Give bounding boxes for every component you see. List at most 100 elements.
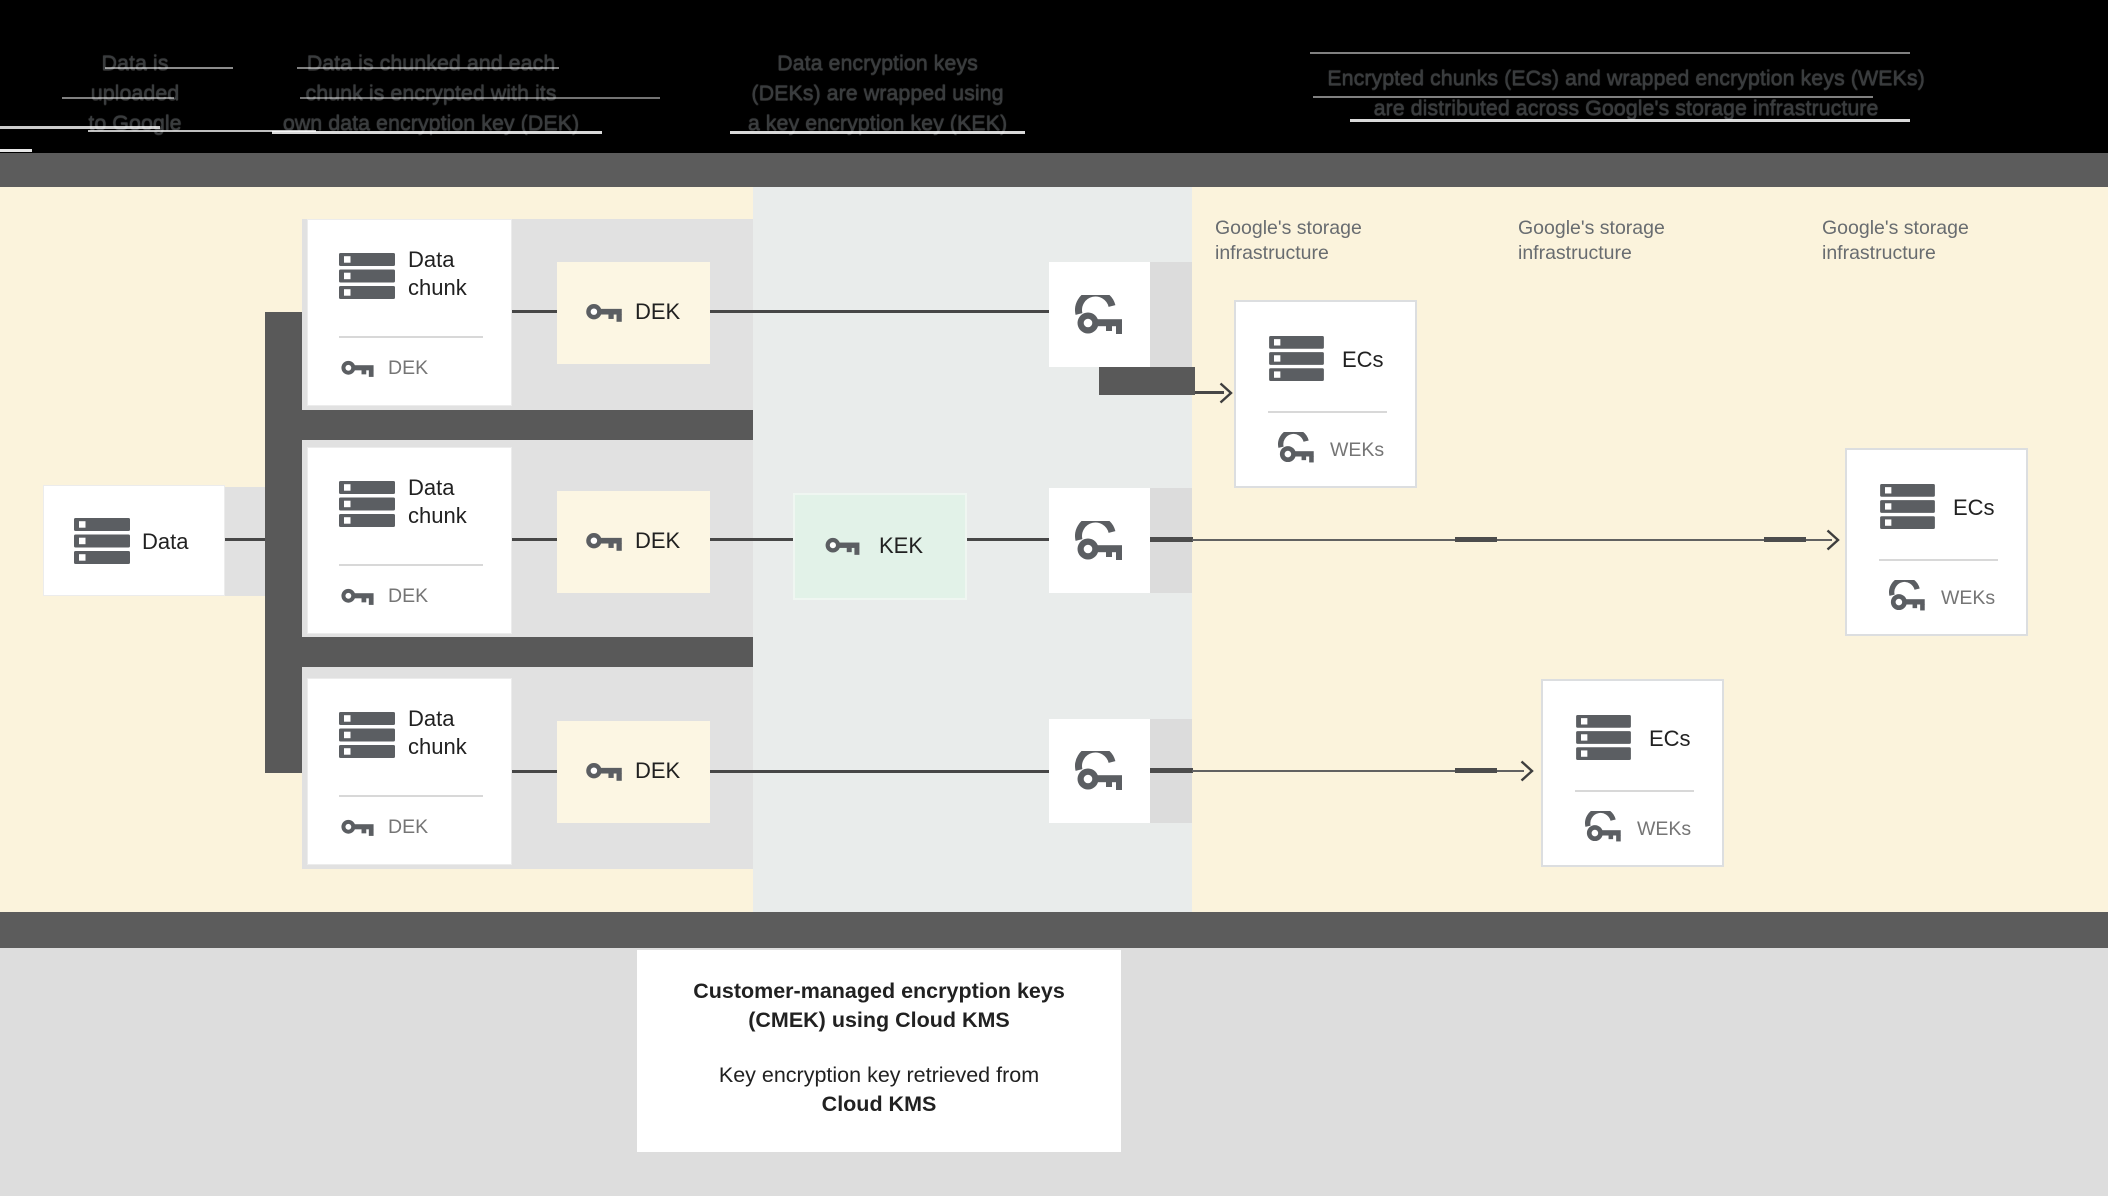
- header-step-4-line: are distributed across Google's storage …: [1373, 96, 1879, 120]
- render-artifact: [730, 131, 1025, 134]
- data-chunk-label-line: chunk: [408, 734, 467, 759]
- dek-box-label: DEK: [635, 299, 681, 324]
- arrow-segment: [1150, 537, 1193, 542]
- header-step-4-line: Encrypted chunks (ECs) and wrapped encry…: [1327, 66, 1925, 90]
- arrow-line: [1192, 770, 1524, 772]
- arrow-line: [1192, 539, 1832, 541]
- data-chunk-label: Data chunk: [408, 246, 467, 302]
- caption-title-line: Customer-managed encryption keys: [693, 979, 1065, 1003]
- arrow-segment: [1150, 768, 1193, 773]
- storage-label-line: Google's storage: [1215, 217, 1362, 239]
- data-stack-icon: [1268, 336, 1325, 381]
- storage-infrastructure-label: Google's storage infrastructure: [1822, 216, 1969, 266]
- header-step-1: Data is uploaded to Google: [30, 48, 240, 138]
- data-chunk-label-line: chunk: [408, 275, 467, 300]
- kek-box: KEK: [793, 493, 967, 600]
- divider: [339, 564, 483, 566]
- data-chunk-label-line: Data: [408, 475, 455, 500]
- storage-label-line: Google's storage: [1518, 217, 1665, 239]
- arrow-segment: [1455, 768, 1497, 773]
- connector-line: [225, 538, 265, 541]
- kek-box-label: KEK: [879, 533, 924, 558]
- encrypted-chunks-box: ECs WEKs: [1234, 300, 1417, 488]
- key-icon: [825, 536, 860, 556]
- distribution-connector-bar: [1099, 367, 1195, 395]
- dek-box: DEK: [557, 491, 710, 593]
- wrapped-key-icon: [1075, 295, 1125, 335]
- ecs-label: ECs: [1953, 495, 1995, 520]
- wrapped-key-icon: [1075, 521, 1125, 561]
- storage-label-line: infrastructure: [1518, 242, 1632, 264]
- separator-bar-top: [0, 153, 2108, 187]
- wrapped-key-icon: [1585, 811, 1623, 843]
- dek-box: DEK: [557, 721, 710, 823]
- render-artifact: [88, 130, 316, 132]
- divider: [339, 336, 483, 338]
- data-chunk-box: Data chunk DEK: [307, 678, 512, 865]
- storage-infrastructure-label: Google's storage infrastructure: [1215, 216, 1362, 266]
- data-chunk-box: Data chunk DEK: [307, 219, 512, 406]
- dek-label: DEK: [388, 585, 429, 607]
- arrow-right-icon: [1826, 529, 1840, 551]
- key-icon: [341, 587, 374, 606]
- render-artifact: [105, 67, 233, 69]
- connector-line: [710, 538, 793, 541]
- divider: [339, 795, 483, 797]
- connector-line: [710, 770, 1049, 773]
- storage-label-line: Google's storage: [1822, 217, 1969, 239]
- ecs-label: ECs: [1342, 347, 1384, 372]
- data-stack-icon: [339, 253, 395, 299]
- weks-label: WEKs: [1941, 587, 1996, 609]
- key-icon: [341, 359, 374, 378]
- data-chunk-label: Data chunk: [408, 705, 467, 761]
- separator-bar-bottom: [0, 912, 2108, 948]
- data-stack-icon: [1575, 715, 1632, 760]
- divider: [1879, 559, 1998, 561]
- header-step-1-line: Data is: [101, 51, 169, 75]
- chunk-connector-bar: [302, 637, 753, 667]
- caption-body-line: Key encryption key retrieved from: [718, 1063, 1040, 1087]
- data-chunk-box: Data chunk DEK: [307, 447, 512, 634]
- wrapped-key-box: [1049, 488, 1150, 593]
- arrow-segment: [1764, 537, 1806, 542]
- encrypted-chunks-box: ECs WEKs: [1845, 448, 2028, 636]
- storage-infrastructure-label: Google's storage infrastructure: [1518, 216, 1665, 266]
- connector-line: [512, 310, 557, 313]
- fan-out-trunk: [265, 312, 302, 773]
- dek-label: DEK: [388, 816, 429, 838]
- wrapped-key-icon: [1889, 580, 1927, 612]
- render-artifact: [1313, 96, 1873, 98]
- header-step-3-line: (DEKs) are wrapped using: [751, 81, 1004, 105]
- storage-label-line: infrastructure: [1215, 242, 1329, 264]
- wrapped-key-icon: [1075, 751, 1125, 791]
- data-stack-icon: [74, 518, 130, 564]
- key-icon: [586, 302, 622, 323]
- dek-box-label: DEK: [635, 758, 681, 783]
- header-step-3-line: Data encryption keys: [777, 51, 978, 75]
- render-artifact: [297, 67, 559, 69]
- header-strip: Data is uploaded to Google Data is chunk…: [0, 0, 2108, 153]
- arrow-right-icon: [1219, 382, 1233, 404]
- ecs-label: ECs: [1649, 726, 1691, 751]
- data-chunk-label-line: Data: [408, 247, 455, 272]
- wrapped-key-tab: [1150, 262, 1192, 367]
- header-step-2: Data is chunked and each chunk is encryp…: [250, 48, 612, 138]
- render-artifact: [1350, 119, 1910, 122]
- render-artifact: [62, 97, 174, 99]
- caption-body-line: Cloud KMS: [821, 1092, 937, 1116]
- caption-title-line: (CMEK) using Cloud KMS: [748, 1008, 1010, 1032]
- key-icon: [341, 818, 374, 837]
- header-step-1-line: uploaded: [90, 81, 180, 105]
- dek-box-label: DEK: [635, 528, 681, 553]
- data-chunk-label-line: chunk: [408, 503, 467, 528]
- key-icon: [586, 761, 622, 782]
- weks-label: WEKs: [1637, 818, 1692, 840]
- wrapped-key-box: [1049, 262, 1150, 367]
- encrypted-chunks-box: ECs WEKs: [1541, 679, 1724, 867]
- header-step-2-line: chunk is encrypted with its: [305, 81, 557, 105]
- connector-line: [512, 538, 557, 541]
- render-artifact: [0, 149, 32, 152]
- data-stack-icon: [1879, 484, 1936, 529]
- data-stack-icon: [339, 481, 395, 527]
